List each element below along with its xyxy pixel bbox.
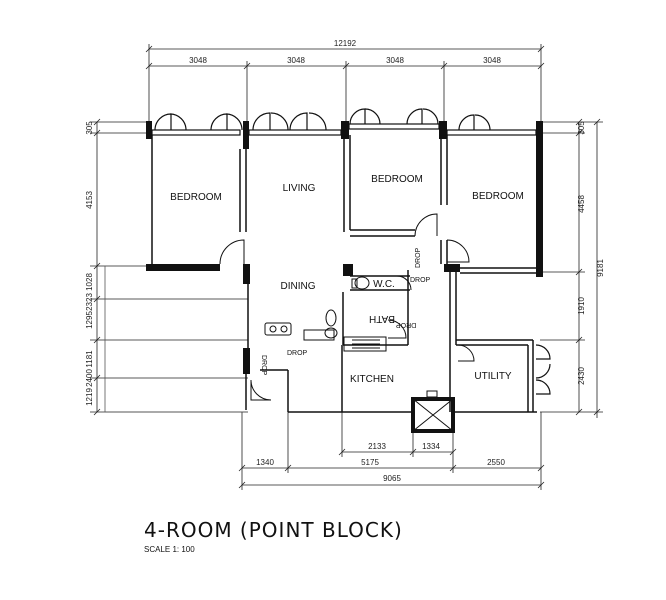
room-utility: UTILITY [474,371,512,382]
room-kitchen: KITCHEN [350,374,394,385]
top-dimensions [145,44,545,122]
drop-label-3: DROP [396,321,417,328]
dim-left-4: 2323 [85,293,94,311]
dim-right-2: 4458 [577,195,586,213]
door-swings [219,213,475,401]
room-dining: DINING [281,281,316,292]
right-dimensions [540,118,603,418]
plan-title: 4-ROOM (POINT BLOCK) [144,518,403,542]
room-bedroom-2: BEDROOM [371,174,423,185]
dim-left-8: 1219 [85,388,94,406]
bottom-dimensions [238,412,545,490]
drop-label-5: DROP [260,355,267,376]
dim-left-2: 4153 [85,191,94,209]
dim-inner-1: 2133 [368,442,386,451]
dim-right-4: 1910 [577,297,586,315]
dim-bottom-2: 5175 [361,458,379,467]
structural-walls [146,121,543,433]
room-bedroom-3: BEDROOM [472,191,524,202]
dim-bottom-3: 2550 [487,458,505,467]
plan-scale: SCALE 1: 100 [144,545,195,554]
ledge-lines [104,266,248,413]
dim-top-1: 3048 [189,56,207,65]
drop-label-2: DROP [410,277,431,284]
dim-left-7: 2400 [85,369,94,387]
dim-left-6: 1181 [85,350,94,368]
dim-top-2: 3048 [287,56,305,65]
room-living: LIVING [283,183,316,194]
dim-bottom-1: 1340 [256,458,274,467]
dim-left-1: 305 [85,121,94,135]
dim-bottom-total: 9065 [383,474,401,483]
dim-top-3: 3048 [386,56,404,65]
fixtures [264,276,454,432]
dim-top-4: 3048 [483,56,501,65]
dim-top-total: 12192 [334,39,357,48]
dim-left-5: 1295 [85,311,94,329]
drop-label-1: DROP [415,247,422,268]
dim-right-3: 9181 [596,259,605,277]
dim-right-5: 2430 [577,367,586,385]
dim-left-3: 1028 [85,273,94,291]
drop-label-4: DROP [287,350,308,357]
windows [151,108,551,395]
room-bath: BATH [369,313,395,324]
dim-inner-2: 1334 [422,442,440,451]
dim-right-1: 305 [577,121,586,135]
room-bedroom-1: BEDROOM [170,192,222,203]
room-wc: W.C. [373,279,395,290]
